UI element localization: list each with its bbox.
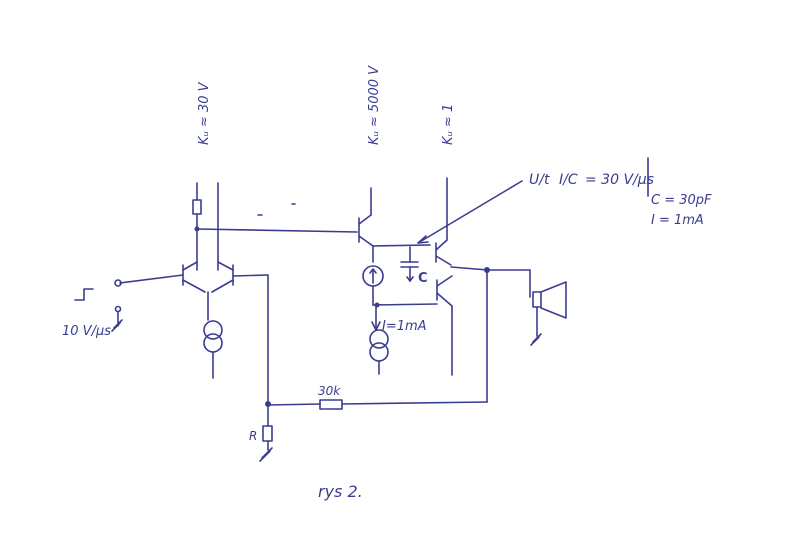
ground-resistor (262, 425, 273, 442)
ground-resistor-label: R (249, 429, 257, 443)
miller-capacitor (400, 246, 419, 282)
collector-resistor (192, 199, 202, 215)
tail-current-source (203, 320, 223, 340)
feedback-network (259, 274, 488, 462)
annotation-arrow (417, 180, 523, 244)
feedback-resistor-label: 30k (318, 384, 341, 398)
output-stage (435, 177, 567, 403)
formula-i-over-c: I/C (559, 172, 578, 188)
figure-caption: rys 2. (318, 482, 363, 501)
gain-label-vas: Kᵤ ≈ 5000 V (367, 65, 382, 145)
speaker-icon (532, 291, 542, 308)
formula-param-i: I = 1mA (651, 213, 704, 228)
input-terminal (114, 279, 122, 287)
feedback-resistor (319, 399, 343, 410)
step-symbol (74, 288, 94, 301)
gain-label-output: Kᵤ ≈ 1 (441, 104, 456, 145)
input-ground (111, 311, 123, 332)
bias-current-source (369, 329, 389, 349)
formula-result: = 30 V/µs (585, 172, 654, 188)
input-slew-label: 10 V/µs (62, 324, 111, 339)
output-node (484, 267, 490, 273)
vas-stage (358, 187, 438, 375)
formula-u-over-t: U/t (529, 172, 550, 188)
current-label: I=1mA (382, 319, 427, 334)
formula-param-c: C = 30pF (651, 193, 712, 208)
gain-label-input: Kᵤ ≈ 30 V (197, 81, 212, 145)
cap-label: C (418, 271, 428, 286)
differential-pair (74, 182, 269, 379)
